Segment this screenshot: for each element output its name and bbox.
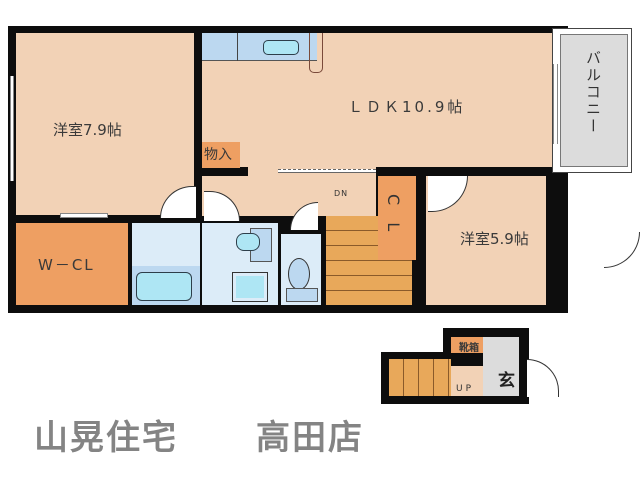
entrance-notch [381, 328, 443, 352]
branch-name: 高田店 [256, 418, 364, 458]
counter-divider [237, 33, 238, 61]
storage-label: 物入 [204, 147, 232, 163]
toilet-tank [286, 288, 318, 302]
stairs-up-label: UP [456, 384, 475, 394]
window-left [10, 76, 14, 181]
shoe-box-label: 靴箱 [459, 343, 479, 354]
walk-in-closet-label: W－CL [38, 256, 95, 274]
staircase-lower [389, 359, 451, 396]
kitchen-counter [202, 33, 317, 61]
washing-machine [232, 272, 268, 302]
footer-company: 山晃住宅 [34, 410, 178, 459]
footer-branch: 高田店 [256, 410, 364, 459]
balcony-label: バルコニー [584, 50, 602, 135]
balcony [560, 34, 628, 167]
room-western-5-9-label: 洋室5.9帖 [460, 230, 529, 248]
sliding-door-ldk [278, 169, 376, 173]
walk-in-closet [16, 223, 128, 305]
door-swing-right [604, 232, 640, 268]
bathtub [136, 272, 192, 301]
storage-closet [202, 142, 240, 168]
kitchen-sink [263, 40, 299, 55]
room-ldk-label: ＬＤＫ10.9帖 [348, 98, 466, 116]
door-swing-entrance [527, 359, 559, 397]
toilet-bowl [288, 258, 310, 290]
wcl-door [60, 213, 108, 218]
fridge-space [309, 33, 323, 73]
entrance-genkan [483, 337, 519, 396]
closet [378, 176, 416, 260]
stairs-dn-label: DN [334, 189, 349, 198]
room-western-7-9-label: 洋室7.9帖 [53, 121, 122, 139]
entrance-label: 玄 [498, 371, 515, 391]
entrance-hall [451, 366, 483, 396]
wash-basin [236, 233, 260, 251]
shoe-box [451, 337, 489, 353]
company-name: 山晃住宅 [34, 418, 178, 458]
closet-label: C L [384, 194, 403, 238]
floor-plan-upper: 洋室7.9帖 ＬＤＫ10.9帖 バルコニー 物入 W－CL DN C L 洋 [8, 26, 640, 313]
room-western-7-9 [16, 33, 194, 215]
balcony-window [553, 64, 558, 144]
